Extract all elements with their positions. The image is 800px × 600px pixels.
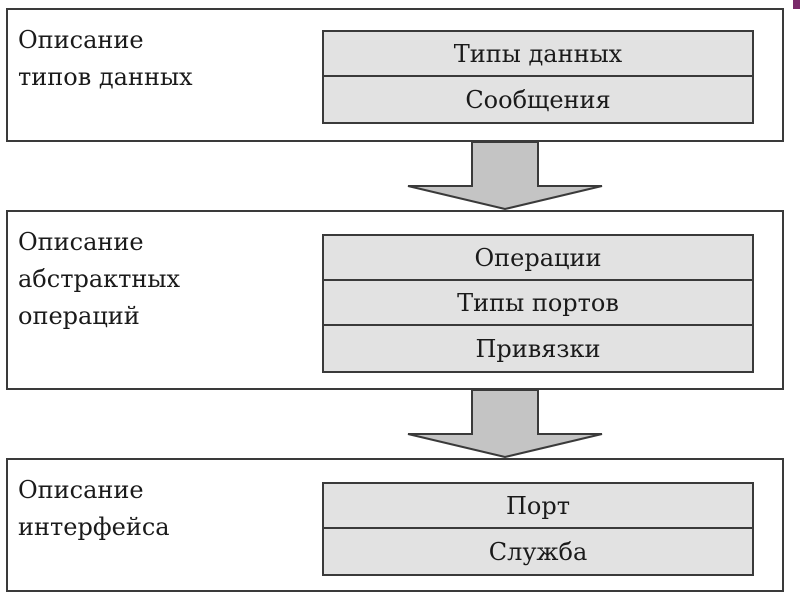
stack-data-types: Типы данных Сообщения bbox=[322, 30, 754, 124]
stack-item-messages: Сообщения bbox=[324, 77, 752, 122]
section-abstract-operations: Описание абстрактных операций Операции Т… bbox=[6, 210, 784, 390]
stack-abstract-operations: Операции Типы портов Привязки bbox=[322, 234, 754, 373]
section-interface: Описание интерфейса Порт Служба bbox=[6, 458, 784, 592]
stack-item-bindings: Привязки bbox=[324, 326, 752, 371]
stack-item-port: Порт bbox=[324, 484, 752, 529]
stack-item-data-types: Типы данных bbox=[324, 32, 752, 77]
corner-accent-mark bbox=[793, 0, 800, 9]
down-arrow-icon bbox=[407, 142, 603, 210]
stack-item-operations: Операции bbox=[324, 236, 752, 281]
down-arrow-1 bbox=[406, 142, 604, 210]
stack-interface: Порт Служба bbox=[322, 482, 754, 576]
section-title-interface: Описание интерфейса bbox=[18, 476, 170, 541]
stack-item-service: Служба bbox=[324, 529, 752, 574]
section-title-data-types: Описание типов данных bbox=[18, 26, 193, 91]
section-data-types: Описание типов данных Типы данных Сообще… bbox=[6, 8, 784, 142]
down-arrow-2 bbox=[406, 390, 604, 458]
down-arrow-icon bbox=[407, 390, 603, 458]
section-title-abstract-operations: Описание абстрактных операций bbox=[18, 228, 181, 330]
stack-item-port-types: Типы портов bbox=[324, 281, 752, 326]
